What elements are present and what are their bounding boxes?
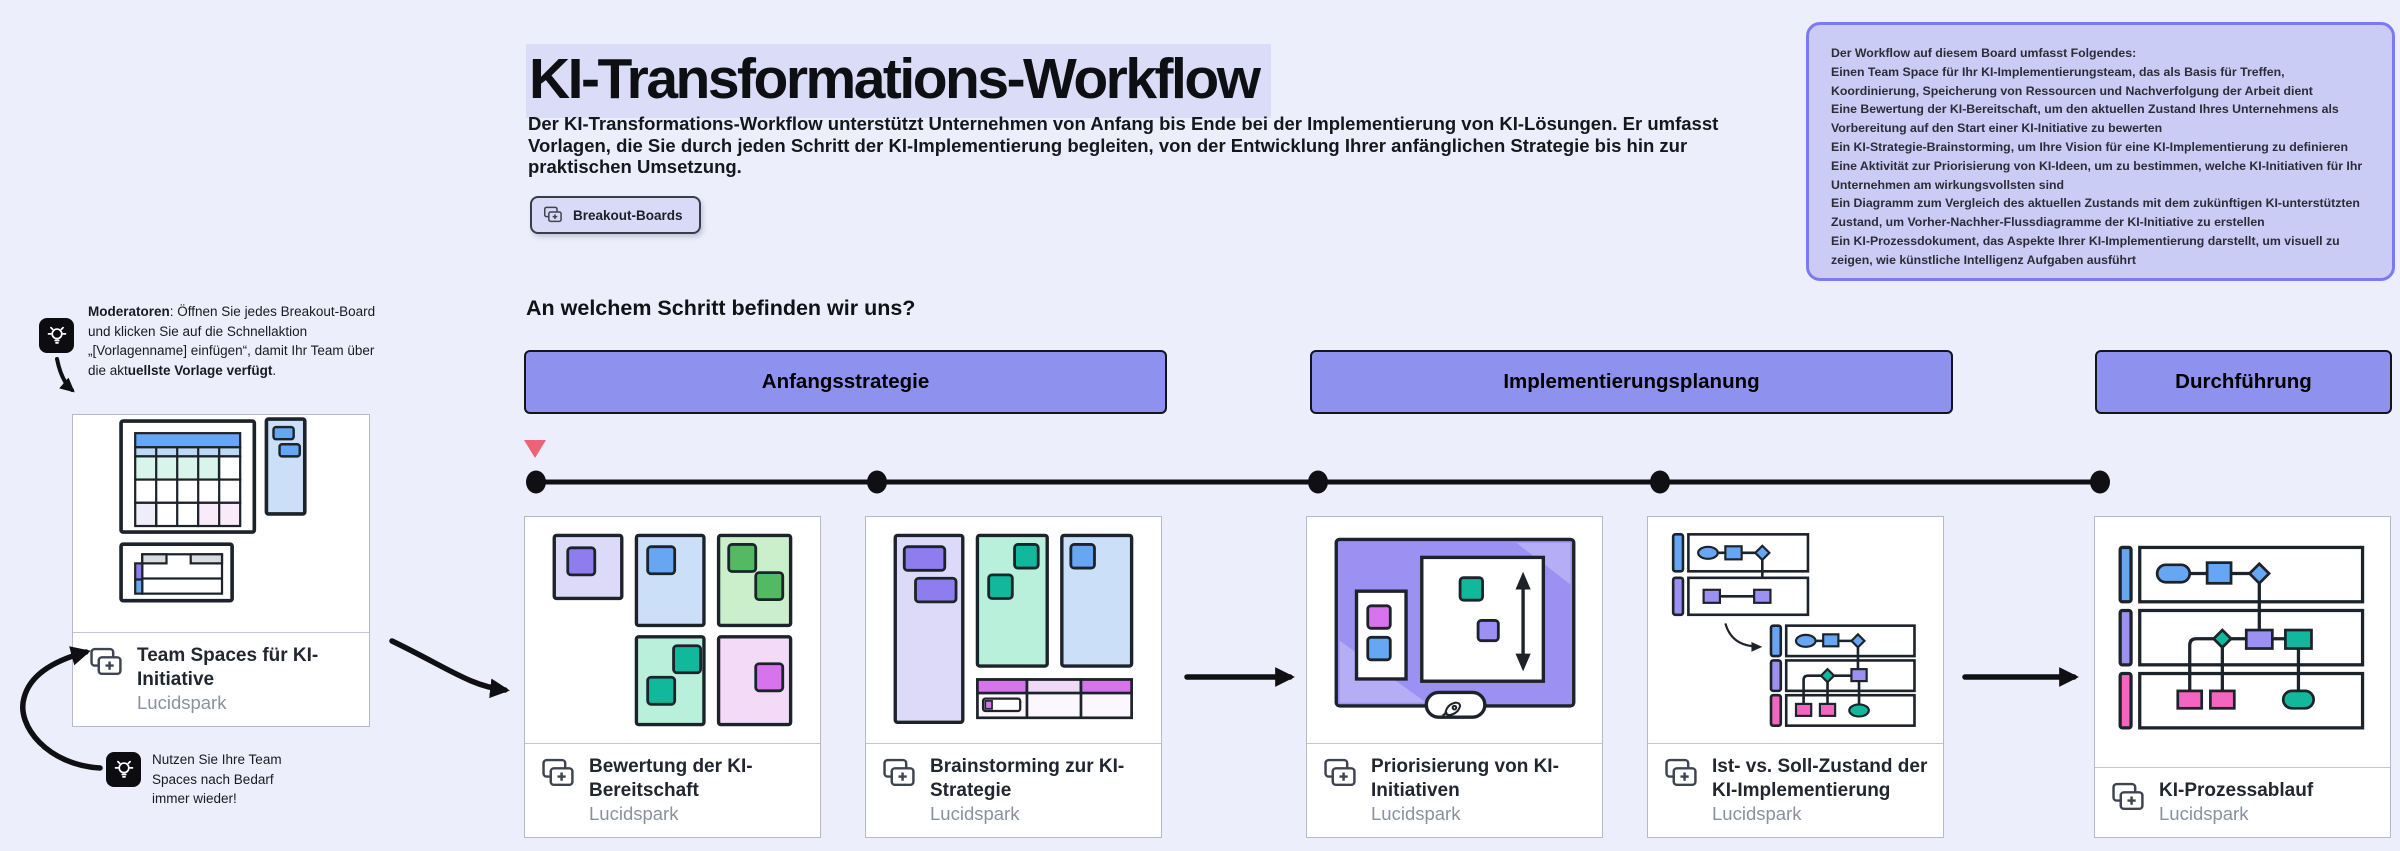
prozessablauf-thumbnail [2095,517,2390,767]
tip-segment: uellste Vorlage verfügt [127,362,273,378]
boards-icon [90,647,122,676]
card-title: Team Spaces für KI-Initiative [137,645,319,690]
rocket-icon [1441,701,1461,717]
arrow-team-to-bewertung [389,638,510,699]
card-ist-vs-soll-zustand[interactable]: Ist- vs. Soll-Zustand der KI-Implementie… [1647,516,1944,838]
card-title: Ist- vs. Soll-Zustand der KI-Implementie… [1712,756,1928,801]
ist-soll-thumbnail [1648,517,1943,743]
workflow-note[interactable]: Der Workflow auf diesem Board umfasst Fo… [1806,22,2395,281]
brainstorming-thumbnail [866,517,1161,743]
team-spaces-thumbnail [73,415,369,632]
phase-anfangsstrategie[interactable]: Anfangsstrategie [524,350,1167,414]
note-line: Der Workflow auf diesem Board umfasst Fo… [1831,46,2137,60]
reuse-tip[interactable]: Nutzen Sie Ihre Team Spaces nach Bedarf … [152,752,282,806]
moderator-tip[interactable]: Moderatoren: Öffnen Sie jedes Breakout-B… [88,302,394,380]
card-title: Brainstorming zur KI-Strategie [930,756,1125,801]
card-team-spaces[interactable]: Team Spaces für KI-Initiative Lucidspark [72,414,370,727]
boards-icon [542,758,574,787]
card-ki-prozessablauf[interactable]: KI-Prozessablauf Lucidspark [2094,516,2391,838]
note-line: Ein Diagramm zum Vergleich des aktuellen… [1831,196,2360,230]
boards-icon [2112,782,2144,810]
breakout-boards-button[interactable]: Breakout-Boards [530,196,701,234]
timeline [524,440,2110,494]
card-priorisierung-ki-initiativen[interactable]: Priorisierung von KI-Initiativen Lucidsp… [1306,516,1603,838]
note-line: Ein KI-Prozessdokument, das Aspekte Ihre… [1831,233,2340,267]
boards-icon [1324,758,1356,787]
bewertung-thumbnail [525,517,820,743]
note-line: Eine Bewertung der KI-Bereitschaft, um d… [1831,102,2339,136]
lightbulb-icon [39,318,74,353]
boards-icon [543,206,562,222]
card-title: KI-Prozessablauf [2159,779,2314,801]
phase-durchfuehrung[interactable]: Durchführung [2095,350,2392,414]
current-step-marker [524,440,546,458]
tip-segment: Moderatoren [88,304,170,319]
note-line: Eine Aktivität zur Priorisierung von KI-… [1831,158,2363,192]
arrow-moderator-to-card [55,357,75,393]
breakout-boards-label: Breakout-Boards [573,207,683,223]
lightbulb-icon [106,752,141,787]
card-brainstorming-ki-strategie[interactable]: Brainstorming zur KI-Strategie Lucidspar… [865,516,1162,838]
question-heading: An welchem Schritt befinden wir uns? [526,296,916,320]
phase-implementierungsplanung[interactable]: Implementierungsplanung [1310,350,1953,414]
card-title: Priorisierung von KI-Initiativen [1371,756,1559,801]
card-subtitle: Lucidspark [589,803,679,824]
card-subtitle: Lucidspark [137,692,227,713]
card-title: Bewertung der KI-Bereitschaft [589,756,753,801]
note-line: Ein KI-Strategie-Brainstorming, um Ihre … [1831,139,2348,154]
page-title: KI-Transformations-Workflow [526,44,1271,118]
priorisierung-thumbnail [1307,517,1602,743]
card-subtitle: Lucidspark [930,803,1020,824]
tip-segment: . [272,362,277,378]
card-subtitle: Lucidspark [1712,803,1802,824]
boards-icon [883,758,915,787]
card-subtitle: Lucidspark [2159,803,2249,824]
note-line: Einen Team Space für Ihr KI-Implementier… [1831,64,2313,98]
card-bewertung-ki-bereitschaft[interactable]: Bewertung der KI-Bereitschaft Lucidspark [524,516,821,838]
tip-segment: : Öffnen Sie jedes Breakout-Board und kl… [88,304,376,378]
page-description: Der KI-Transformations-Workflow unterstü… [528,113,1719,177]
boards-icon [1665,758,1697,787]
card-subtitle: Lucidspark [1371,803,1461,824]
